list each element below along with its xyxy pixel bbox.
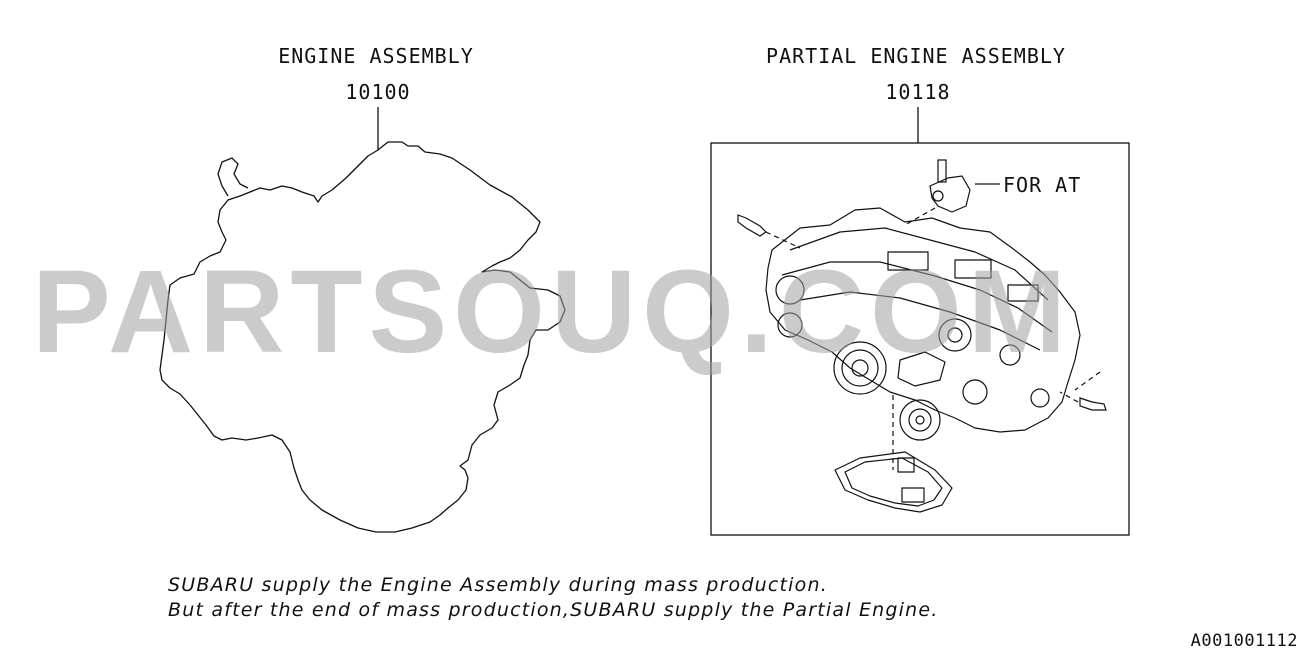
for-at-sensor-part: [904, 159, 971, 226]
spark-plug-left: [737, 214, 801, 249]
spark-plug-right: [1059, 391, 1107, 411]
title-engine-assembly: ENGINE ASSEMBLY: [278, 44, 474, 68]
callout-for-at: FOR AT: [1003, 173, 1082, 197]
reference-code: A001001112: [1190, 631, 1298, 651]
title-partial-engine-assembly: PARTIAL ENGINE ASSEMBLY: [766, 44, 1066, 68]
partial-engine-frame: [710, 142, 1130, 536]
partial-engine-drawing: [765, 207, 1081, 441]
note-line-2: But after the end of mass production,SUB…: [168, 599, 939, 621]
note-line-1: SUBARU supply the Engine Assembly during…: [168, 574, 828, 596]
engine-assembly-pipe: [217, 157, 249, 197]
part-number-partial-engine-assembly: 10118: [885, 80, 951, 104]
engine-assembly-outline: [159, 141, 566, 533]
oil-pan-part: [834, 451, 953, 513]
part-number-engine-assembly: 10100: [345, 80, 411, 104]
guide-line-right: [1074, 371, 1101, 391]
